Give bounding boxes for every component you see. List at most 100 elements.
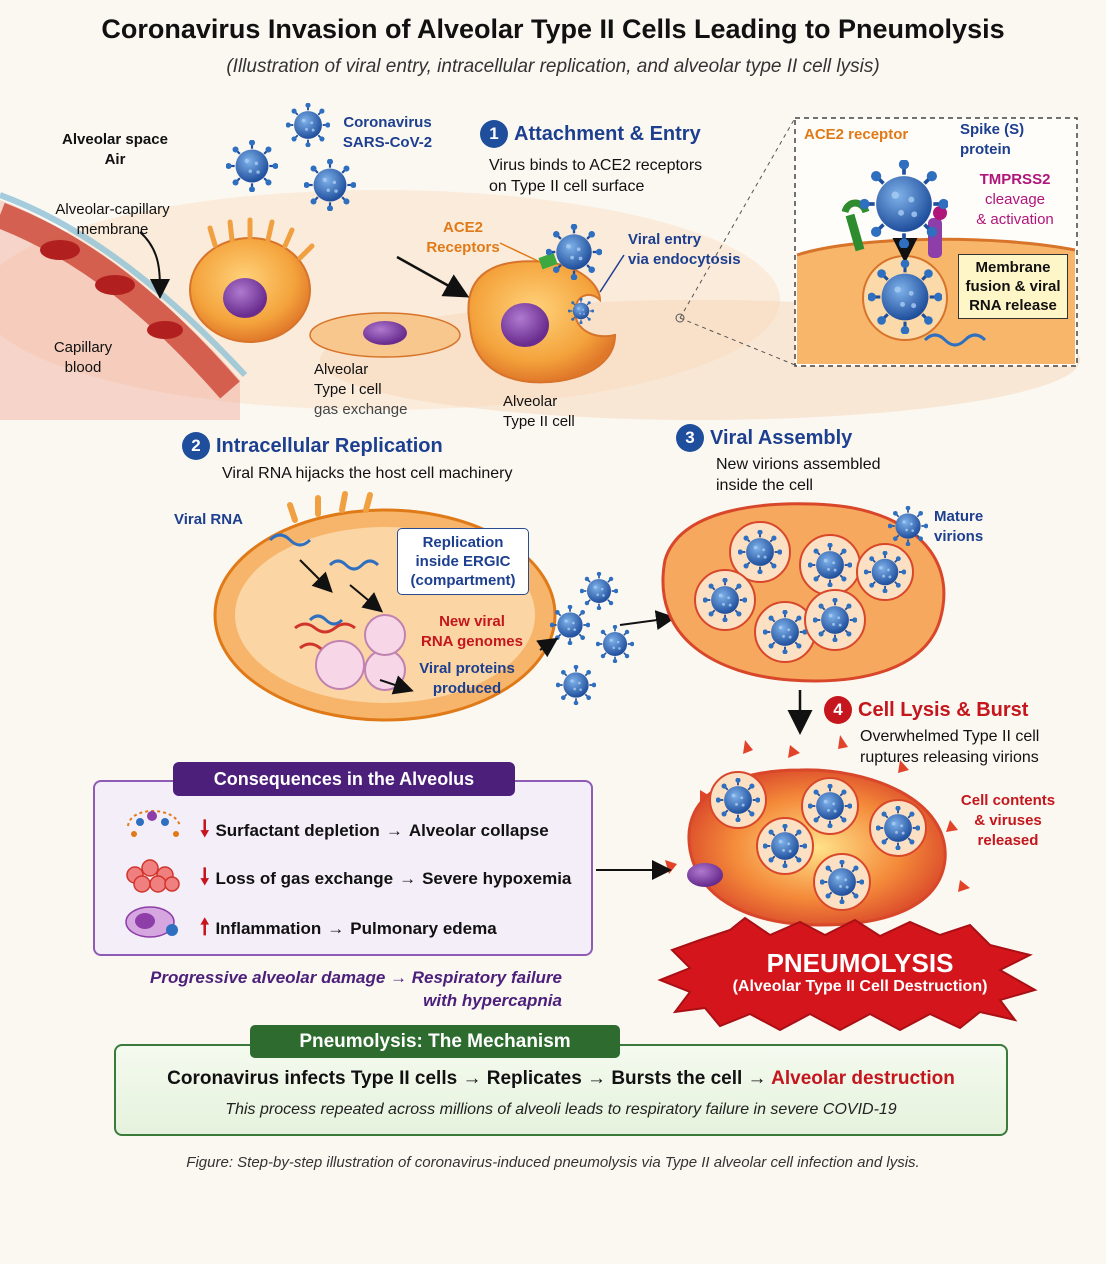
new-genomes-line2: RNA genomes [421, 633, 523, 650]
inset-fusion-box: Membrane fusion & viral RNA release [958, 254, 1068, 319]
step2-title: Intracellular Replication [216, 434, 443, 457]
progression-line2: with hypercapnia [423, 991, 562, 1010]
alveolar-space-line1: Alveolar space [62, 131, 168, 148]
step4-badge: 4 [824, 696, 852, 724]
mechanism-panel [114, 1044, 1008, 1136]
step1-title: Attachment & Entry [514, 122, 701, 145]
type1-label: Alveolar Type I cell gas exchange [314, 360, 444, 420]
type1-line2: Type I cell [314, 381, 382, 398]
ace2-line1: ACE2 [442, 219, 483, 236]
capillary-line1: Capillary [53, 339, 113, 356]
ergic-line1: Replication [422, 534, 504, 551]
inset-fusion-line3: RNA release [969, 297, 1057, 314]
capillary-label: Capillary blood [28, 338, 138, 378]
cell-contents-line1: Cell contents [960, 792, 1056, 809]
inset-ace2-label: ACE2 receptor [804, 126, 909, 143]
virus-label: Coronavirus SARS-CoV-2 [330, 113, 445, 153]
mechanism-header: Pneumolysis: The Mechanism [250, 1025, 620, 1058]
ergic-box: Replication inside ERGIC (compartment) [397, 528, 529, 595]
inset-fusion-line1: Membrane [975, 259, 1051, 276]
membrane-line1: Alveolar-capillary [55, 201, 170, 218]
decrease-arrow-icon: 🠗 [200, 816, 210, 841]
membrane-line2: membrane [76, 221, 149, 238]
type2-line1: Alveolar [503, 393, 558, 410]
inset-fusion-line2: fusion & viral [965, 278, 1061, 295]
decrease-arrow-icon: 🠗 [200, 864, 210, 889]
new-genomes-line1: New viral [439, 613, 505, 630]
inset-spike-line2: protein [960, 141, 1011, 158]
mechanism-summary-main: Coronavirus infects Type II cells → Repl… [167, 1068, 772, 1089]
consequence-row-2: 🠗 Loss of gas exchange → Severe hypoxemi… [200, 860, 571, 898]
cause-2: Loss of gas exchange [215, 869, 394, 888]
mechanism-summary: Coronavirus infects Type II cells → Repl… [114, 1068, 1008, 1090]
alveolar-space-label: Alveolar space Air [40, 130, 190, 170]
increase-arrow-icon: 🠕 [200, 914, 210, 939]
viral-proteins-label: Viral proteins produced [412, 659, 522, 699]
page-title: Coronavirus Invasion of Alveolar Type II… [101, 14, 1005, 44]
effect-3: Pulmonary edema [350, 919, 497, 938]
cell-contents-line2: & viruses [974, 812, 1042, 829]
ergic-line3: (compartment) [410, 572, 516, 589]
membrane-label: Alveolar-capillary membrane [30, 200, 195, 240]
consequence-row-3: 🠕 Inflammation → Pulmonary edema [200, 910, 497, 948]
page-subtitle: (Illustration of viral entry, intracellu… [226, 56, 880, 77]
consequences-header: Consequences in the Alveolus [173, 762, 515, 796]
ace2-line2: Receptors [426, 239, 500, 256]
step3-desc-line2: inside the cell [716, 477, 813, 494]
alveoli-icon [126, 859, 180, 893]
step4-desc-line2: ruptures releasing virions [860, 749, 1039, 766]
virus-label-line2: SARS-CoV-2 [342, 134, 433, 151]
figure-caption: Figure: Step-by-step illustration of cor… [186, 1154, 920, 1171]
virus-label-line1: Coronavirus [343, 114, 432, 131]
step1-desc: Virus binds to ACE2 receptors on Type II… [489, 155, 759, 197]
type2-line2: Type II cell [503, 413, 575, 430]
step4-heading: 4 Cell Lysis & Burst [824, 696, 1028, 724]
step4-desc-line1: Overwhelmed Type II cell [860, 728, 1040, 745]
type1-line1: Alveolar [314, 361, 369, 378]
progression-line1: Progressive alveolar damage → Respirator… [150, 968, 562, 987]
ergic-line2: inside ERGIC [415, 553, 511, 570]
viral-entry-line1: Viral entry [628, 231, 702, 248]
inflammation-icon [125, 906, 178, 938]
new-genomes-label: New viral RNA genomes [412, 612, 532, 652]
step3-desc: New virions assembled inside the cell [716, 454, 916, 496]
step1-badge: 1 [480, 120, 508, 148]
effect-2: Severe hypoxemia [422, 869, 572, 888]
step1-heading: 1 Attachment & Entry [480, 120, 701, 148]
viral-rna-label: Viral RNA [174, 511, 243, 528]
surfactant-icon [127, 810, 181, 837]
mechanism-detail: This process repeated across millions of… [225, 1101, 897, 1118]
progression-note: Progressive alveolar damage → Respirator… [100, 966, 562, 1012]
viral-proteins-line1: Viral proteins [419, 660, 515, 677]
pneumolysis-title: PNEUMOLYSIS [766, 948, 954, 978]
mature-virions-label: Mature virions [934, 507, 1014, 547]
effect-1: Alveolar collapse [408, 821, 549, 840]
viral-entry-line2: via endocytosis [628, 251, 741, 268]
cell-contents-label: Cell contents & viruses released [950, 791, 1066, 851]
cell-contents-line3: released [977, 832, 1039, 849]
type1-line3: gas exchange [314, 401, 408, 418]
step3-title: Viral Assembly [710, 426, 853, 449]
step3-desc-line1: New virions assembled [716, 456, 881, 473]
pneumolysis-subtitle: (Alveolar Type II Cell Destruction) [732, 978, 988, 995]
step4-title: Cell Lysis & Burst [858, 698, 1029, 721]
viral-proteins-line2: produced [432, 680, 502, 697]
step2-desc: Viral RNA hijacks the host cell machiner… [222, 465, 513, 482]
inset-spike-line1: Spike (S) [960, 121, 1025, 138]
right-arrow-icon: → [399, 869, 417, 888]
inset-tmprss2-line1: TMPRSS2 [979, 171, 1051, 188]
step3-badge: 3 [676, 424, 704, 452]
step4-desc: Overwhelmed Type II cell ruptures releas… [860, 726, 1070, 768]
right-arrow-icon: → [327, 919, 345, 938]
mature-line2: virions [934, 528, 984, 545]
consequence-row-1: 🠗 Surfactant depletion → Alveolar collap… [200, 812, 549, 850]
mechanism-summary-highlight: Alveolar destruction [771, 1068, 955, 1089]
cause-1: Surfactant depletion [215, 821, 380, 840]
ace2-label: ACE2 Receptors [418, 218, 508, 258]
type2-label: Alveolar Type II cell [503, 392, 613, 432]
step1-desc-line1: Virus binds to ACE2 receptors [489, 157, 703, 174]
inset-tmprss2-line2: cleavage [984, 191, 1046, 208]
inset-tmprss2-label: TMPRSS2 cleavage & activation [960, 170, 1070, 230]
right-arrow-icon: → [385, 821, 403, 840]
